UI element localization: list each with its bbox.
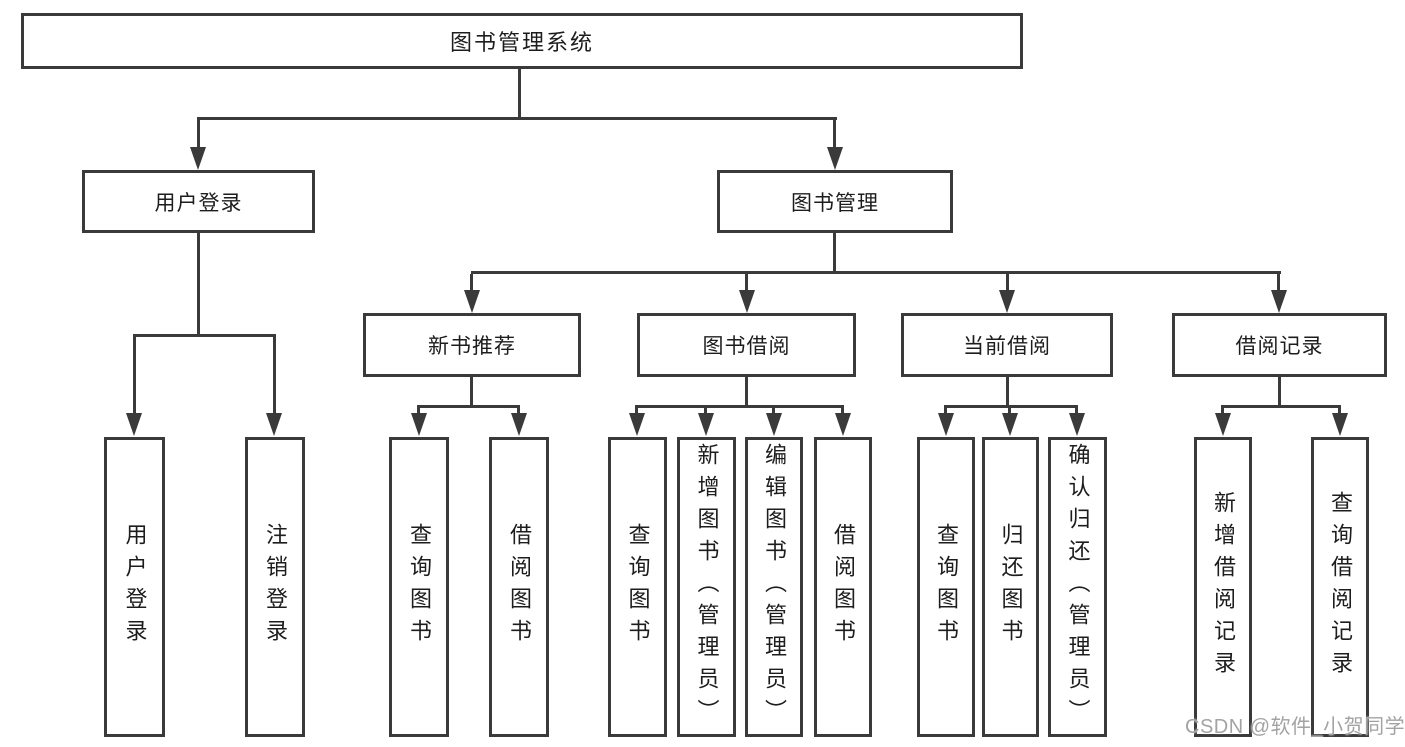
- connector-stub: [772, 405, 775, 415]
- leaf-add-borrow-record: 新增借阅记录: [1194, 437, 1252, 737]
- connector-stub: [517, 405, 520, 415]
- arrowhead: [766, 413, 782, 436]
- connector-root-stub: [518, 69, 521, 119]
- node-library-management-system: 图书管理系统: [21, 13, 1023, 69]
- connector-level1-rail: [197, 117, 837, 120]
- leaf-return-book: 归还图书: [982, 437, 1039, 737]
- arrowhead: [698, 413, 714, 436]
- connector-current-borrowing-stub: [1006, 377, 1009, 407]
- connector-new-book-stub: [470, 377, 473, 407]
- leaf-query-books-borrowing: 查询图书: [608, 437, 667, 737]
- arrowhead-leaf-login: [126, 413, 142, 436]
- connector-stub: [944, 405, 947, 415]
- connector-new-book-rail: [418, 405, 520, 408]
- arrowhead: [629, 413, 645, 436]
- connector-stub: [417, 405, 420, 415]
- arrowhead: [1332, 413, 1348, 436]
- leaf-query-borrow-record: 查询借阅记录: [1311, 437, 1369, 737]
- connector-stub-leaf-logout: [273, 337, 276, 413]
- connector-stub-book-management: [833, 120, 836, 148]
- node-book-management: 图书管理: [717, 170, 953, 233]
- arrowhead-book-management: [827, 147, 843, 170]
- leaf-user-login: 用户登录: [104, 437, 165, 737]
- connector-borrowing-records-rail: [1221, 405, 1341, 408]
- node-book-borrowing: 图书借阅: [637, 313, 856, 377]
- leaf-logout: 注销登录: [245, 437, 305, 737]
- arrowhead-leaf-logout: [266, 413, 282, 436]
- connector-current-borrowing-rail: [944, 405, 1078, 408]
- arrowhead: [1069, 413, 1085, 436]
- connector-stub-current-borrowing: [1006, 274, 1009, 291]
- arrowhead-new-book: [464, 290, 480, 313]
- arrowhead: [411, 413, 427, 436]
- node-current-borrowing: 当前借阅: [901, 313, 1113, 377]
- connector-stub: [635, 405, 638, 415]
- node-new-book-recommendation: 新书推荐: [363, 313, 581, 377]
- arrowhead: [1215, 413, 1231, 436]
- csdn-watermark: CSDN @软件_小贺同学: [1185, 716, 1405, 738]
- node-borrowing-records: 借阅记录: [1172, 313, 1387, 377]
- connector-level2-rail: [471, 271, 1281, 274]
- connector-book-borrowing-stub: [745, 377, 748, 407]
- leaf-borrow-books: 借阅图书: [814, 437, 872, 737]
- connector-stub-book-borrowing: [745, 274, 748, 291]
- arrowhead-current-borrowing: [999, 290, 1015, 313]
- connector-stub-leaf-login: [133, 337, 136, 413]
- arrowhead-borrowing-records: [1271, 290, 1287, 313]
- connector-stub-user-login: [197, 120, 200, 148]
- arrowhead-book-borrowing: [739, 290, 755, 313]
- connector-stub-new-book: [470, 274, 473, 291]
- connector-stub: [1008, 405, 1011, 415]
- arrowhead-user-login: [190, 147, 206, 170]
- connector-stub: [1075, 405, 1078, 415]
- connector-user-login-stub: [197, 233, 200, 335]
- arrowhead: [835, 413, 851, 436]
- connector-stub: [704, 405, 707, 415]
- connector-user-login-rail: [133, 334, 276, 337]
- leaf-query-books-recommend: 查询图书: [389, 437, 449, 737]
- leaf-borrow-books-recommend: 借阅图书: [489, 437, 549, 737]
- arrowhead: [1002, 413, 1018, 436]
- connector-stub: [841, 405, 844, 415]
- arrowhead: [511, 413, 527, 436]
- node-user-login: 用户登录: [82, 170, 315, 233]
- connector-borrowing-records-stub: [1278, 377, 1281, 407]
- leaf-query-books-current: 查询图书: [917, 437, 975, 737]
- leaf-edit-book-admin: 编辑图书（管理员）: [745, 437, 803, 737]
- leaf-confirm-return-admin: 确认归还（管理员）: [1048, 437, 1107, 737]
- connector-book-borrowing-rail: [636, 405, 844, 408]
- arrowhead: [938, 413, 954, 436]
- connector-stub: [1221, 405, 1224, 415]
- connector-stub: [1338, 405, 1341, 415]
- connector-stub-borrowing-records: [1277, 274, 1280, 291]
- connector-book-management-stub: [833, 233, 836, 273]
- leaf-add-book-admin: 新增图书（管理员）: [677, 437, 736, 737]
